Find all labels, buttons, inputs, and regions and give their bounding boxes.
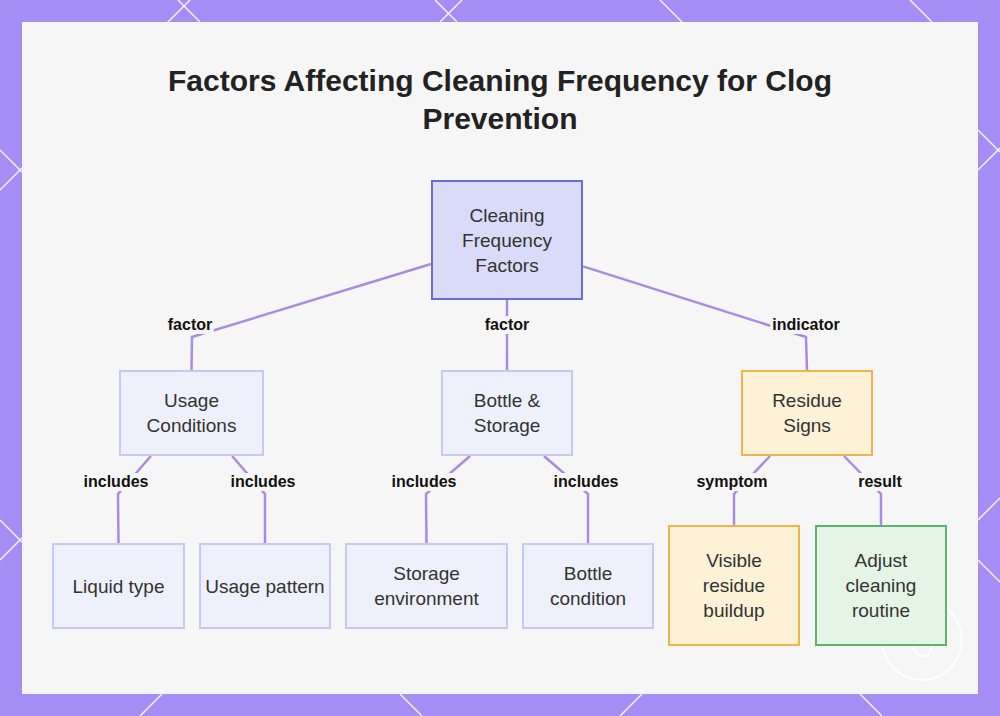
node-label: Bottle & Storage [443, 388, 571, 438]
edge-label: includes [390, 473, 459, 491]
edge-label: factor [483, 316, 531, 334]
node-label: Residue Signs [743, 388, 871, 438]
detail-box: Storage environment [345, 543, 508, 629]
edge-label: indicator [770, 316, 842, 334]
node-label: Liquid type [69, 574, 169, 599]
symptom-box: Visible residue buildup [668, 525, 800, 646]
connector-line [506, 300, 509, 370]
node-label: Adjust cleaning routine [817, 548, 945, 623]
edge-label: result [856, 473, 904, 491]
edge-label: symptom [694, 473, 769, 491]
edge-label: factor [166, 316, 214, 334]
result-box: Adjust cleaning routine [815, 525, 947, 646]
indicator-box: Residue Signs [741, 370, 873, 456]
detail-box: Bottle condition [522, 543, 654, 629]
node-label: Usage pattern [201, 574, 328, 599]
factor-box: Bottle & Storage [441, 370, 573, 456]
node-label: Usage Conditions [121, 388, 262, 438]
node-label: Storage environment [347, 561, 506, 611]
edge-label: includes [229, 473, 298, 491]
connector-line [426, 456, 470, 543]
root-box: Cleaning Frequency Factors [431, 180, 583, 300]
node-label: Bottle condition [524, 561, 652, 611]
detail-box: Liquid type [52, 543, 185, 629]
factor-box: Usage Conditions [119, 370, 264, 456]
connector-line [544, 456, 588, 543]
node-label: Visible residue buildup [670, 548, 798, 623]
detail-box: Usage pattern [199, 543, 331, 629]
edge-label: includes [82, 473, 151, 491]
connector-line [232, 456, 265, 543]
node-label: Cleaning Frequency Factors [433, 203, 581, 278]
connector-line [118, 456, 151, 543]
connector-line [192, 264, 432, 370]
edge-label: includes [552, 473, 621, 491]
diagram-title: Factors Affecting Cleaning Frequency for… [150, 62, 850, 138]
